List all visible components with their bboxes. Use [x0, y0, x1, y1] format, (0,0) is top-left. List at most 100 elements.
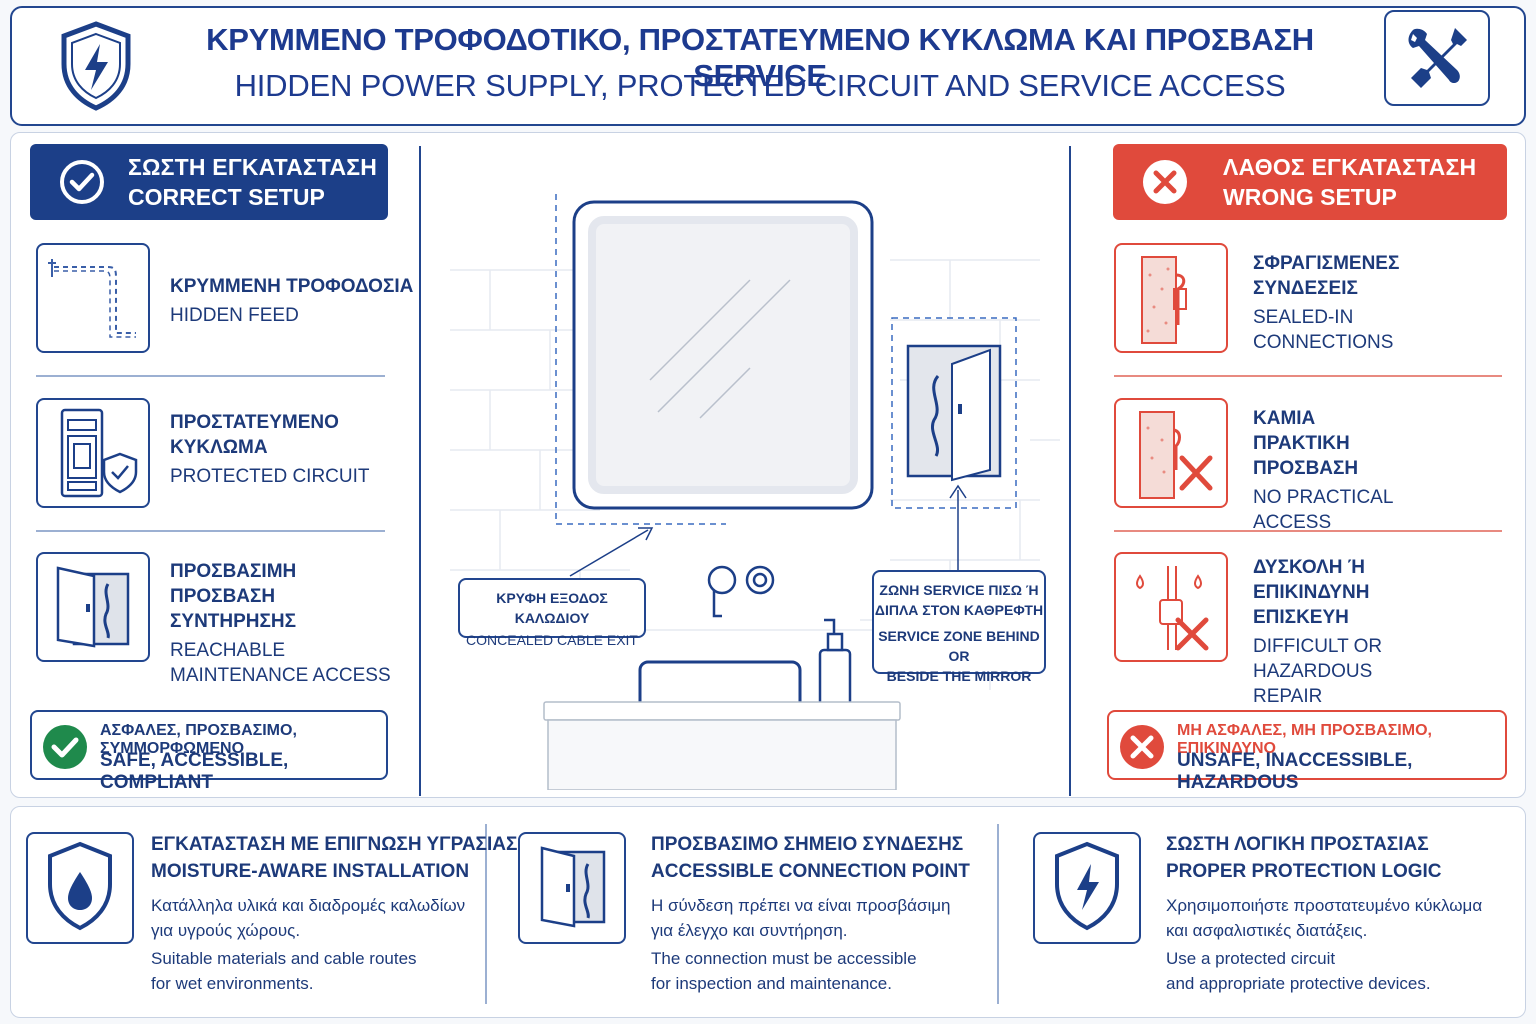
- unsafe-status-badge: ΜΗ ΑΣΦΑΛΕΣ, ΜΗ ΠΡΟΣΒΑΣΙΜΟ, ΕΠΙΚΙΝΔΥΝΟ UN…: [1107, 710, 1507, 793]
- sealed-connections-english: SEALED-IN CONNECTIONS: [1253, 307, 1394, 353]
- protection-logic-card: [1033, 832, 1141, 944]
- correct-separator-1: [36, 375, 385, 377]
- connection-point-title-greek: ΠΡΟΣΒΑΣΙΜΟ ΣΗΜΕΙΟ ΣΥΝΔΕΣΗΣ: [651, 834, 964, 855]
- safe-status-greek: ΑΣΦΑΛΕΣ, ΠΡΟΣΒΑΣΙΜΟ, ΣΥΜΜΟΡΦΩΜΕΝΟ: [100, 722, 297, 757]
- protected-circuit-card: [36, 398, 150, 508]
- moisture-title-english: MOISTURE-AWARE INSTALLATION: [151, 861, 470, 882]
- moisture-english-1: Suitable materials and cable routes: [151, 949, 417, 968]
- wrong-setup-banner: ΛΑΘΟΣ ΕΓΚΑΤΑΣΤΑΣΗ WRONG SETUP: [1113, 144, 1507, 220]
- protection-logic-title-greek: ΣΩΣΤΗ ΛΟΓΙΚΗ ΠΡΟΣΤΑΣΙΑΣ: [1166, 834, 1429, 855]
- mirror-glass: [588, 216, 858, 494]
- hazardous-repair-english: DIFFICULT OR HAZARDOUS REPAIR: [1253, 636, 1383, 707]
- right-column-divider: [1069, 146, 1071, 796]
- connection-point-greek-1: Η σύνδεση πρέπει να είναι προσβάσιμη: [651, 896, 951, 915]
- shield-drop-icon: [48, 841, 112, 931]
- hidden-feed-greek: ΚΡΥΜΜΕΝΗ ΤΡΟΦΟΔΟΣΙΑ: [170, 276, 414, 297]
- no-access-icon: [1139, 411, 1213, 499]
- correct-banner-english: CORRECT SETUP: [128, 184, 325, 210]
- no-access-card: [1114, 398, 1228, 508]
- connection-point-title-english: ACCESSIBLE CONNECTION POINT: [651, 861, 970, 882]
- hidden-feed-card: [36, 243, 150, 353]
- maintenance-access-greek: ΠΡΟΣΒΑΣΙΜΗ ΠΡΟΣΒΑΣΗ ΣΥΝΤΗΡΗΣΗΣ: [170, 561, 297, 632]
- unsafe-status-english: UNSAFE, INACCESSIBLE, HAZARDOUS: [1177, 750, 1413, 793]
- service-zone-english-1: SERVICE ZONE BEHIND OR: [878, 628, 1040, 664]
- no-access-text: ΚΑΜΙΑ ΠΡΑΚΤΙΚΗ ΠΡΟΣΒΑΣΗ NO PRACTICAL ACC…: [1253, 406, 1413, 535]
- footer-divider-1: [485, 824, 487, 1004]
- wall-faucet: [707, 565, 775, 618]
- service-hatch-icon: [540, 846, 606, 928]
- service-zone-greek-2: ΔΙΠΛΑ ΣΤΟΝ ΚΑΘΡΕΦΤΗ: [874, 602, 1044, 618]
- protection-logic-greek-1: Χρησιμοποιήστε προστατευμένο κύκλωμα: [1166, 896, 1483, 915]
- wrong-banner-english: WRONG SETUP: [1223, 184, 1397, 210]
- maintenance-access-english: REACHABLE MAINTENANCE ACCESS: [170, 640, 391, 686]
- cable-exit-english: CONCEALED CABLE EXIT: [466, 632, 638, 648]
- hidden-cable-icon: [48, 259, 136, 338]
- moisture-description: Κατάλληλα υλικά και διαδρομές καλωδίων γ…: [151, 893, 465, 996]
- wrong-separator-1: [1114, 375, 1502, 377]
- protected-circuit-english: PROTECTED CIRCUIT: [170, 466, 370, 487]
- correct-separator-2: [36, 530, 385, 532]
- safe-status-badge: ΑΣΦΑΛΕΣ, ΠΡΟΣΒΑΣΙΜΟ, ΣΥΜΜΟΡΦΩΜΕΝΟ SAFE, …: [30, 710, 388, 793]
- correct-banner-greek: ΣΩΣΤΗ ΕΓΚΑΤΑΣΤΑΣΗ: [128, 154, 378, 180]
- service-zone-english-2: BESIDE THE MIRROR: [886, 668, 1032, 684]
- maintenance-access-card: [36, 552, 150, 662]
- cable-exit-arrow: [569, 529, 649, 577]
- header-panel: [10, 6, 1526, 126]
- wrong-banner-greek: ΛΑΘΟΣ ΕΓΚΑΤΑΣΤΑΣΗ: [1223, 154, 1477, 180]
- shield-bolt-icon: [61, 21, 131, 111]
- protection-logic-english-2: and appropriate protective devices.: [1166, 974, 1431, 993]
- maintenance-access-text: ΠΡΟΣΒΑΣΙΜΗ ΠΡΟΣΒΑΣΗ ΣΥΝΤΗΡΗΣΗΣ REACHABLE…: [170, 559, 400, 688]
- hazardous-repair-text: ΔΥΣΚΟΛΗ Ή ΕΠΙΚΙΝΔΥΝΗ ΕΠΙΣΚΕΥΗ DIFFICULT …: [1253, 555, 1463, 709]
- footer-divider-2: [997, 824, 999, 1004]
- green-check-icon: [43, 725, 87, 769]
- sealed-connections-text: ΣΦΡΑΓΙΣΜΕΝΕΣ ΣΥΝΔΕΣΕΙΣ SEALED-IN CONNECT…: [1253, 251, 1403, 355]
- header-title-english: HIDDEN POWER SUPPLY, PROTECTED CIRCUIT A…: [234, 68, 1286, 103]
- moisture-english-2: for wet environments.: [151, 974, 314, 993]
- connection-point-english-2: for inspection and maintenance.: [651, 974, 892, 993]
- vanity-cabinet: [547, 719, 897, 790]
- hazardous-repair-greek: ΔΥΣΚΟΛΗ Ή ΕΠΙΚΙΝΔΥΝΗ ΕΠΙΣΚΕΥΗ: [1253, 557, 1370, 628]
- service-zone-greek-1: ΖΩΝΗ SERVICE ΠΙΣΩ Ή: [879, 582, 1039, 598]
- correct-setup-banner: ΣΩΣΤΗ ΕΓΚΑΤΑΣΤΑΣΗ CORRECT SETUP: [30, 144, 388, 220]
- shield-bolt-icon: [1055, 841, 1119, 931]
- service-zone-outline: [891, 317, 1017, 509]
- moisture-card: [26, 832, 134, 944]
- no-access-greek: ΚΑΜΙΑ ΠΡΑΚΤΙΚΗ ΠΡΟΣΒΑΣΗ: [1253, 408, 1359, 479]
- no-access-english: NO PRACTICAL ACCESS: [1253, 487, 1393, 533]
- mirror-reflection: [649, 279, 791, 419]
- header-title-greek: ΚΡΥΜΜΕΝΟ ΤΡΟΦΟΔΟΤΙΚΟ, ΠΡΟΣΤΑΤΕΥΜΕΝΟ ΚΥΚΛ…: [206, 22, 1314, 93]
- moisture-title: ΕΓΚΑΤΑΣΤΑΣΗ ΜΕ ΕΠΙΓΝΩΣΗ ΥΓΡΑΣΙΑΣ MOISTUR…: [151, 831, 517, 885]
- connection-point-card: [518, 832, 626, 944]
- service-hatch-icon: [56, 566, 130, 648]
- breaker-shield-icon: [60, 408, 138, 498]
- wrong-separator-2: [1114, 530, 1502, 532]
- moisture-greek-1: Κατάλληλα υλικά και διαδρομές καλωδίων: [151, 896, 466, 915]
- moisture-greek-2: για υγρούς χώρους.: [151, 921, 301, 940]
- hidden-feed-english: HIDDEN FEED: [170, 305, 299, 326]
- connection-point-greek-2: για έλεγχο και συντήρηση.: [651, 921, 848, 940]
- protection-logic-description: Χρησιμοποιήστε προστατευμένο κύκλωμα και…: [1166, 893, 1482, 996]
- hidden-feed-text: ΚΡΥΜΜΕΝΗ ΤΡΟΦΟΔΟΣΙΑ HIDDEN FEED: [170, 274, 413, 328]
- hazard-repair-icon: [1136, 566, 1209, 651]
- protected-circuit-text: ΠΡΟΣΤΑΤΕΥΜΕΝΟ ΚΥΚΛΩΜΑ PROTECTED CIRCUIT: [170, 410, 370, 489]
- bathroom-diagram: [450, 194, 1060, 790]
- x-circle-icon: [1143, 160, 1187, 204]
- footer-panel: [10, 806, 1526, 1018]
- protection-logic-english-1: Use a protected circuit: [1166, 949, 1336, 968]
- vanity-top: [543, 701, 901, 721]
- moisture-title-greek: ΕΓΚΑΤΑΣΤΑΣΗ ΜΕ ΕΠΙΓΝΩΣΗ ΥΓΡΑΣΙΑΣ: [151, 834, 518, 855]
- unsafe-status-greek: ΜΗ ΑΣΦΑΛΕΣ, ΜΗ ΠΡΟΣΒΑΣΙΜΟ, ΕΠΙΚΙΝΔΥΝΟ: [1177, 722, 1432, 757]
- service-zone-callout: ΖΩΝΗ SERVICE ΠΙΣΩ Ή ΔΙΠΛΑ ΣΤΟΝ ΚΑΘΡΕΦΤΗ …: [872, 570, 1046, 684]
- connection-point-english-1: The connection must be accessible: [651, 949, 917, 968]
- hazardous-repair-card: [1114, 552, 1228, 662]
- wrench-screwdriver-icon: [1408, 28, 1467, 88]
- protection-logic-greek-2: και ασφαλιστικές διατάξεις.: [1166, 921, 1368, 940]
- cable-exit-callout: ΚΡΥΦΗ ΕΞΟΔΟΣ ΚΑΛΩΔΙΟΥ CONCEALED CABLE EX…: [458, 578, 646, 648]
- connection-point-title: ΠΡΟΣΒΑΣΙΜΟ ΣΗΜΕΙΟ ΣΥΝΔΕΣΗΣ ACCESSIBLE CO…: [651, 831, 970, 885]
- soap-dispenser: [818, 618, 852, 712]
- red-x-icon: [1120, 725, 1164, 769]
- cable-exit-greek: ΚΡΥΦΗ ΕΞΟΔΟΣ ΚΑΛΩΔΙΟΥ: [496, 590, 608, 626]
- sealed-connections-greek: ΣΦΡΑΓΙΣΜΕΝΕΣ ΣΥΝΔΕΣΕΙΣ: [1253, 253, 1400, 299]
- sealed-connections-card: [1114, 243, 1228, 353]
- sealed-wall-icon: [1141, 256, 1187, 344]
